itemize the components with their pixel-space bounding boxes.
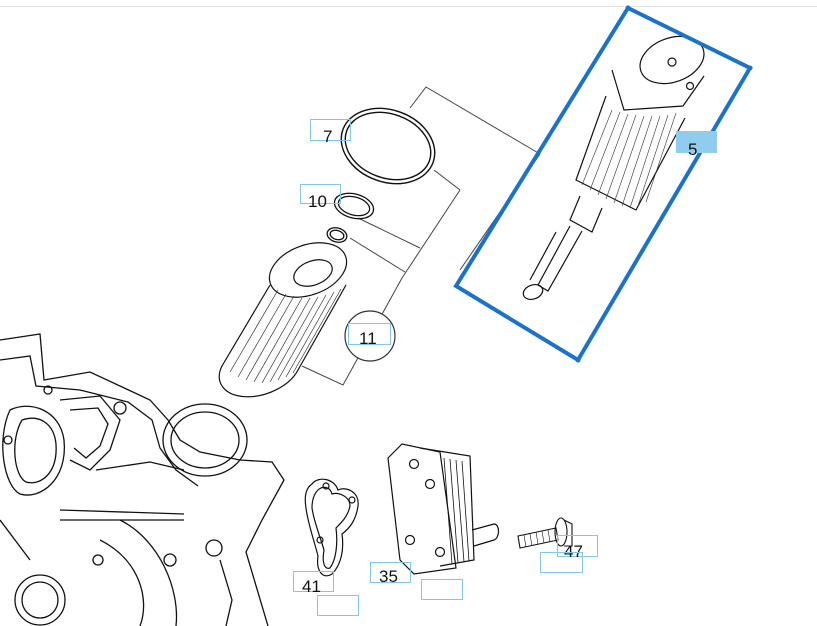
callout-47-label: 47	[564, 542, 583, 561]
gasket	[304, 478, 359, 577]
filter-housing-cap	[522, 35, 705, 301]
callout-47[interactable]: 47	[557, 535, 598, 561]
seal-ring-medium	[333, 192, 375, 220]
callout-11-label: 11	[359, 329, 377, 348]
filter-element	[218, 242, 396, 398]
callout-7-label: 7	[323, 127, 333, 146]
callout-35-secondary-box[interactable]	[421, 579, 463, 600]
callout-35-label: 35	[379, 567, 398, 586]
callout-5[interactable]: 5	[676, 131, 717, 158]
seal-ring-small	[326, 227, 348, 243]
selection-frame	[453, 5, 753, 363]
callout-41[interactable]: 41	[293, 571, 334, 596]
callout-41-label: 41	[302, 577, 321, 596]
callout-47-secondary-box[interactable]	[540, 552, 583, 573]
callout-10-label: 10	[308, 192, 327, 211]
oil-cooler	[387, 443, 500, 575]
callout-5-label: 5	[688, 140, 698, 159]
o-ring-large	[340, 107, 436, 185]
callout-11[interactable]: 11	[348, 323, 391, 348]
top-divider	[0, 6, 817, 7]
callout-41-secondary-box[interactable]	[317, 595, 359, 616]
engine-block	[0, 333, 285, 626]
callout-35[interactable]: 35	[370, 562, 411, 586]
callout-7[interactable]: 7	[310, 119, 351, 145]
callout-10[interactable]: 10	[300, 184, 341, 210]
